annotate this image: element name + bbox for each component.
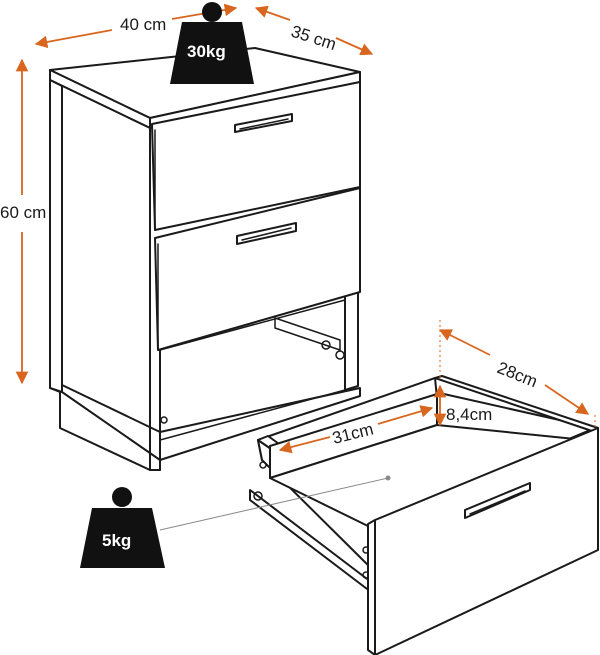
top-load-label: 30kg	[187, 42, 226, 61]
drawer-load-label: 5kg	[102, 531, 131, 550]
drawer-pulled-out	[249, 375, 599, 655]
dimension-height: 60 cm	[0, 58, 46, 385]
weight-icon: 5kg	[80, 487, 165, 568]
load-pointer-line	[159, 477, 389, 531]
drawer-handle-icon	[464, 482, 531, 519]
drawer-middle	[154, 187, 361, 351]
drawer-height-label: 8,4cm	[446, 405, 492, 424]
drawer-handle-icon	[234, 113, 293, 133]
dimension-drawer-height: 8,4cm	[433, 384, 492, 427]
drawer-top	[151, 81, 361, 231]
width-label: 40 cm	[120, 15, 166, 34]
height-label: 60 cm	[0, 203, 46, 222]
drawer-slide-rail	[274, 317, 341, 351]
dimension-depth: 35 cm	[254, 5, 374, 56]
load-pointer-dot	[385, 475, 391, 481]
drawer-depth-label: 28cm	[495, 358, 541, 391]
depth-label: 35 cm	[289, 22, 339, 54]
drawer-handle-icon	[236, 222, 297, 245]
weight-icon: 30kg	[170, 2, 254, 84]
